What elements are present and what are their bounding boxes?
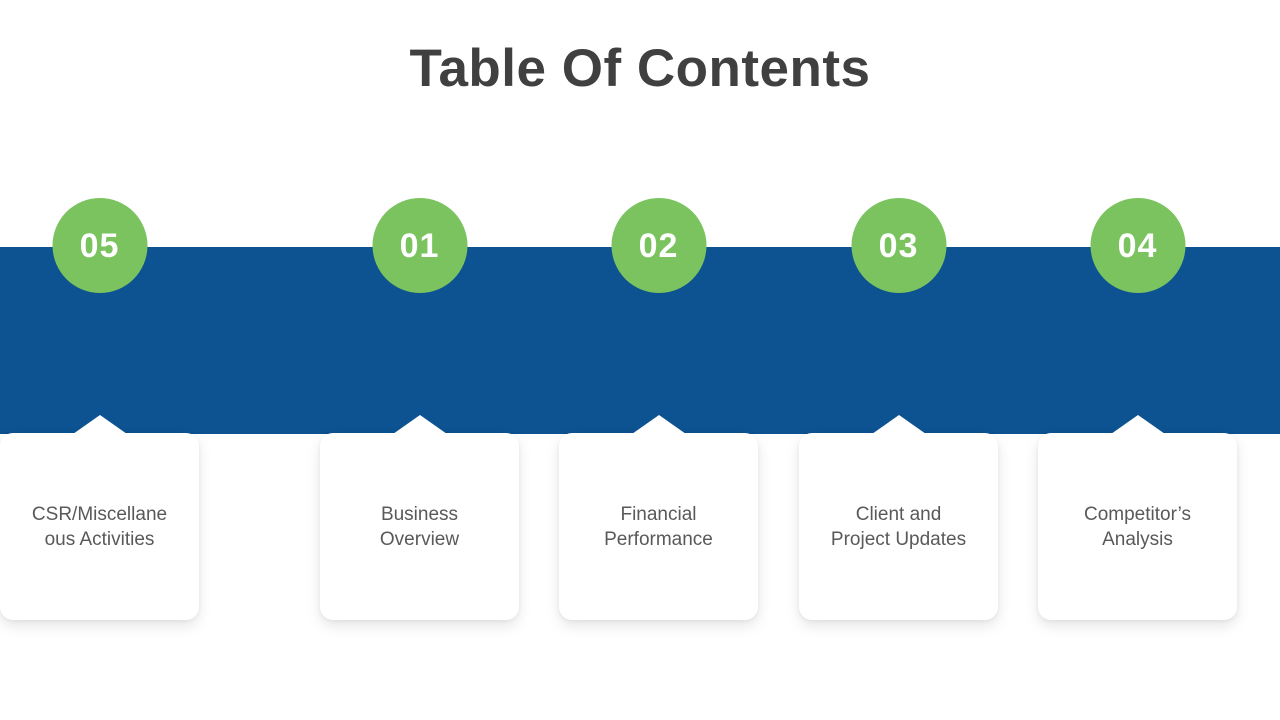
step-circle-4: 04 xyxy=(1090,198,1185,293)
toc-item-4: 04 Competitor’s Analysis xyxy=(1038,198,1237,620)
card-notch-icon xyxy=(871,415,926,434)
toc-item-3: 03 Client and Project Updates xyxy=(799,198,998,620)
step-circle-5: 05 xyxy=(52,198,147,293)
toc-card-label-5: CSR/Miscellane ous Activities xyxy=(31,503,168,550)
toc-card-label-2: Financial Performance xyxy=(604,503,713,550)
step-circle-3: 03 xyxy=(851,198,946,293)
step-circle-2: 02 xyxy=(611,198,706,293)
step-number-4: 04 xyxy=(1117,226,1158,265)
step-number-1: 01 xyxy=(399,226,440,265)
toc-card-3: Client and Project Updates xyxy=(799,415,998,620)
toc-card-label-3: Client and Project Updates xyxy=(830,503,967,550)
toc-card-2: Financial Performance xyxy=(559,415,758,620)
toc-item-1: 01 Business Overview xyxy=(320,198,519,620)
page-title: Table Of Contents xyxy=(409,39,871,98)
card-notch-icon xyxy=(392,415,447,434)
step-number-5: 05 xyxy=(79,226,120,265)
toc-card-4: Competitor’s Analysis xyxy=(1038,415,1237,620)
toc-card-5: CSR/Miscellane ous Activities xyxy=(0,415,199,620)
toc-item-2: 02 Financial Performance xyxy=(559,198,758,620)
card-notch-icon xyxy=(1110,415,1165,434)
toc-card-label-1: Business Overview xyxy=(379,503,460,550)
toc-card-1: Business Overview xyxy=(320,415,519,620)
toc-card-label-4: Competitor’s Analysis xyxy=(1083,503,1191,550)
step-circle-1: 01 xyxy=(372,198,467,293)
card-notch-icon xyxy=(72,415,127,434)
card-notch-icon xyxy=(631,415,686,434)
toc-item-5: 05 CSR/Miscellane ous Activities xyxy=(0,198,199,620)
step-number-2: 02 xyxy=(638,226,679,265)
step-number-3: 03 xyxy=(878,226,919,265)
